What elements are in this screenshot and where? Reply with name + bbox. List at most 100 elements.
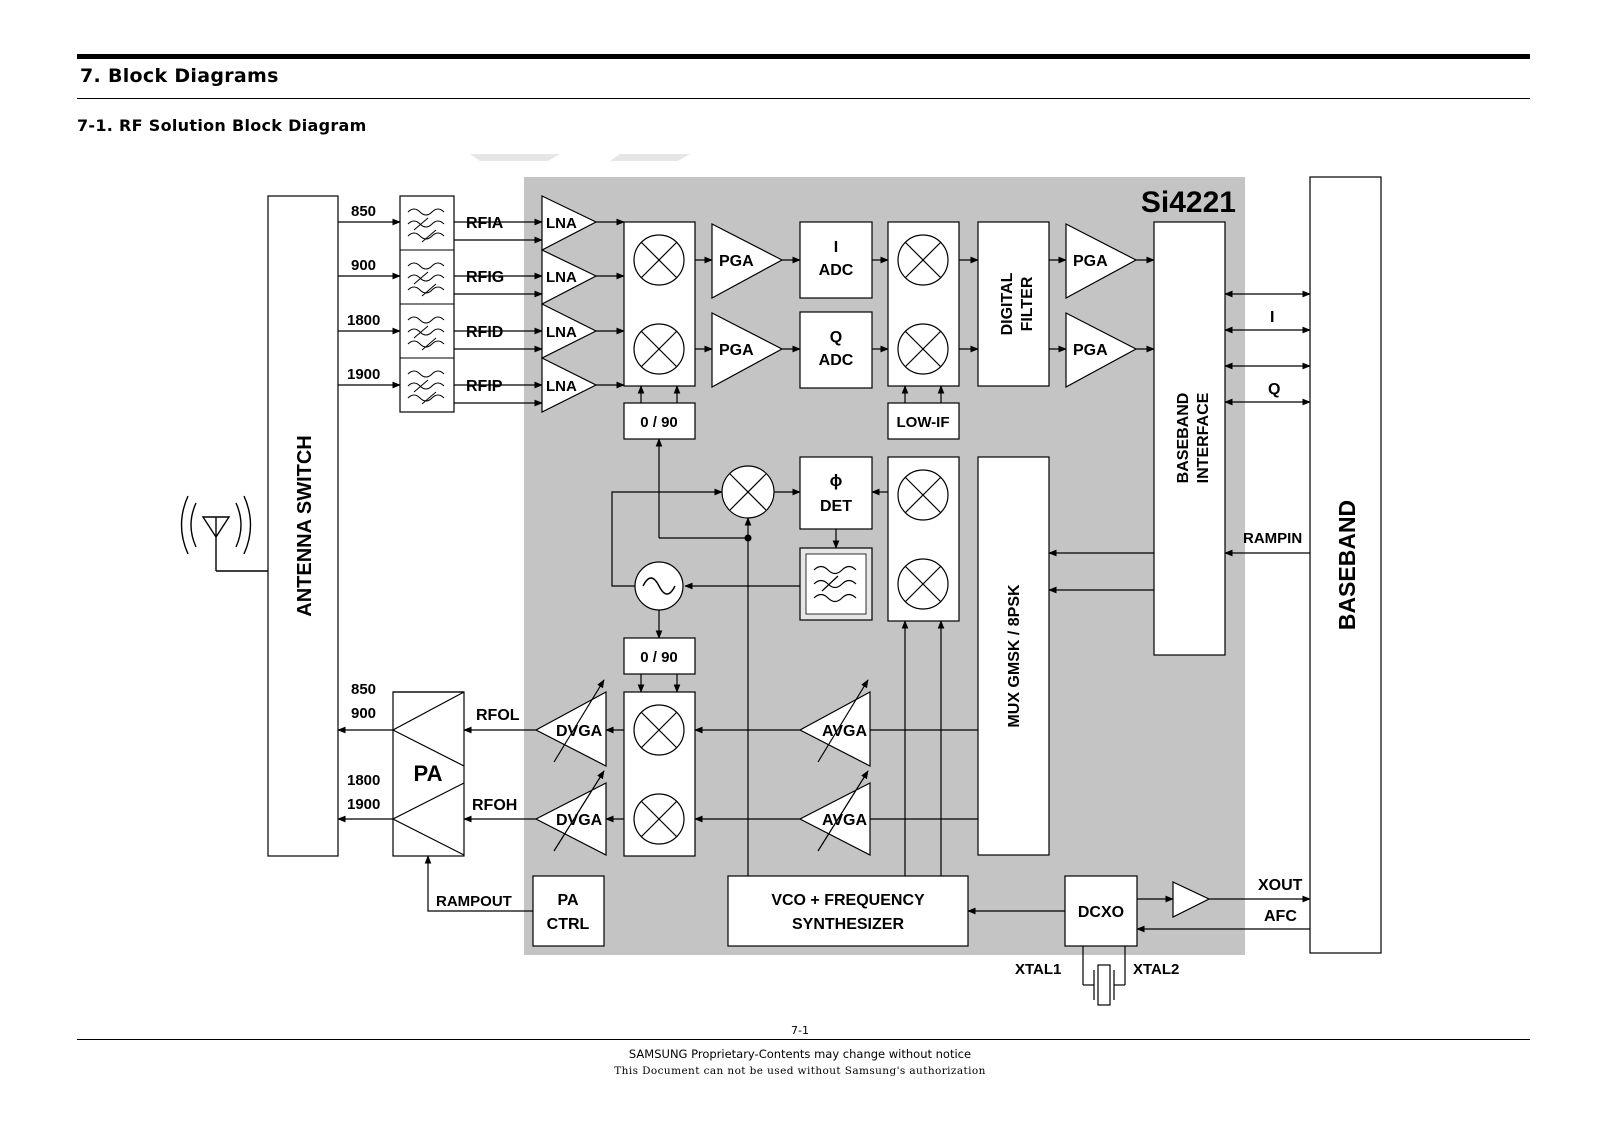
if-mixer-block xyxy=(887,221,960,387)
tx-band-1900: 1900 xyxy=(347,796,380,813)
dvga-1 xyxy=(534,690,607,767)
tx-band-900: 900 xyxy=(351,705,376,722)
tx-band-1800: 1800 xyxy=(347,772,380,789)
pa-ctrl-label-1: PA xyxy=(557,892,578,909)
dvga-1-label: DVGA xyxy=(556,723,603,740)
lna-2-label: LNA xyxy=(546,269,577,286)
rx-mixer-block xyxy=(623,221,696,387)
bb-pga-i-label: PGA xyxy=(1073,253,1108,270)
saw-filter-bank xyxy=(399,195,455,413)
baseband-block xyxy=(1309,176,1382,954)
q-adc-block xyxy=(799,311,873,389)
page-title: 7. Block Diagrams xyxy=(80,65,279,87)
tx-mixer-block xyxy=(623,691,696,857)
i-adc-label-1: I xyxy=(834,239,838,256)
digital-filter-label-1: DIGITAL xyxy=(999,272,1016,335)
lna-4 xyxy=(541,357,598,413)
footer-notice: SAMSUNG Proprietary-Contents may change … xyxy=(628,1047,972,1061)
digital-filter-label-2: FILTER xyxy=(1019,276,1036,331)
phase-splitter-rx-label: 0 / 90 xyxy=(640,414,678,431)
bb-pga-i xyxy=(1065,223,1138,300)
avga-2-label: AVGA xyxy=(822,812,867,829)
i-adc-label-2: ADC xyxy=(819,262,854,279)
baseband-interface-label-1: BASEBAND xyxy=(1175,393,1192,484)
lna-1 xyxy=(541,195,598,251)
avga-1 xyxy=(798,690,871,767)
mux-block xyxy=(977,456,1050,856)
dvga-2 xyxy=(534,782,607,856)
rx-band-1800: 1800 xyxy=(347,312,380,329)
rx-port-rfid: RFID xyxy=(466,324,503,341)
baseband-interface-label-2: INTERFACE xyxy=(1195,392,1212,483)
low-if-block xyxy=(887,402,960,440)
dcxo-label: DCXO xyxy=(1078,904,1124,921)
mixer-icon xyxy=(633,704,685,845)
section-title: 7-1. RF Solution Block Diagram xyxy=(77,116,367,135)
avga-1-label: AVGA xyxy=(822,723,867,740)
bb-pga-q-label: PGA xyxy=(1073,342,1108,359)
rx-pga-i-label: PGA xyxy=(719,253,754,270)
mixer-icon xyxy=(897,234,949,375)
rx-pga-q-label: PGA xyxy=(719,342,754,359)
loop-filter-block xyxy=(799,547,873,621)
rx-pga-q xyxy=(711,312,784,389)
lna-3 xyxy=(541,303,598,359)
feedback-mixer-block xyxy=(887,456,960,622)
title-rule xyxy=(77,98,1530,99)
rx-port-rfia: RFIA xyxy=(466,215,504,232)
chip-name: Si4221 xyxy=(1141,186,1236,219)
rampout-label: RAMPOUT xyxy=(436,893,512,910)
mux-label: MUX GMSK / 8PSK xyxy=(1006,584,1023,728)
xtal1-label: XTAL1 xyxy=(1015,961,1061,978)
antenna-switch-block xyxy=(267,195,339,857)
pa-ctrl-block xyxy=(532,875,605,947)
rx-pga-i xyxy=(711,223,784,300)
afc-label: AFC xyxy=(1264,908,1297,925)
page-number: 7-1 xyxy=(791,1024,809,1037)
low-if-label: LOW-IF xyxy=(896,414,949,431)
lna-3-label: LNA xyxy=(546,324,577,341)
q-adc-label-2: ADC xyxy=(819,352,854,369)
phase-detector-block xyxy=(799,456,873,530)
rampin-label: RAMPIN xyxy=(1243,530,1302,547)
baseband-interface-block xyxy=(1153,221,1226,656)
baseband-label: BASEBAND xyxy=(1334,500,1360,630)
junction-dot xyxy=(744,534,752,542)
vco-synthesizer-label-2: SYNTHESIZER xyxy=(792,916,904,933)
antenna-icon xyxy=(180,495,268,572)
phase-splitter-tx-label: 0 / 90 xyxy=(640,649,678,666)
xout-buffer xyxy=(1172,881,1211,918)
vco-oscillator-icon xyxy=(634,561,684,611)
footer-authorization: This Document can not be used without Sa… xyxy=(614,1065,986,1077)
bb-pga-q xyxy=(1065,312,1138,389)
phase-splitter-tx xyxy=(623,637,696,675)
rx-port-rfig: RFIG xyxy=(466,269,504,286)
top-rule xyxy=(77,54,1530,59)
rx-band-1900: 1900 xyxy=(347,366,380,383)
xtal2-label: XTAL2 xyxy=(1133,961,1179,978)
lna-1-label: LNA xyxy=(546,215,577,232)
lna-4-label: LNA xyxy=(546,378,577,395)
digital-filter-block xyxy=(977,221,1050,387)
i-label: I xyxy=(1270,309,1274,326)
rx-band-900: 900 xyxy=(351,257,376,274)
phase-detector-label: DET xyxy=(820,498,852,515)
vco-synthesizer-block xyxy=(727,875,969,947)
i-adc-block xyxy=(799,221,873,299)
rx-port-rfip: RFIP xyxy=(466,378,503,395)
tx-port-rfol: RFOL xyxy=(476,707,520,724)
crystal-icon xyxy=(1082,946,1126,1006)
tx-port-rfoh: RFOH xyxy=(472,797,517,814)
pa-ctrl-label-2: CTRL xyxy=(547,916,590,933)
antenna-switch-label: ANTENNA SWITCH xyxy=(294,435,316,616)
phase-detector-symbol: ϕ xyxy=(830,471,843,490)
dcxo-block xyxy=(1064,875,1138,947)
q-label: Q xyxy=(1268,381,1280,398)
pa-block xyxy=(391,691,465,857)
watermark-shape xyxy=(470,154,690,161)
mixer-icon xyxy=(897,469,949,610)
q-adc-label-1: Q xyxy=(830,329,842,346)
mixer-icon xyxy=(633,234,685,375)
dvga-2-label: DVGA xyxy=(556,812,603,829)
